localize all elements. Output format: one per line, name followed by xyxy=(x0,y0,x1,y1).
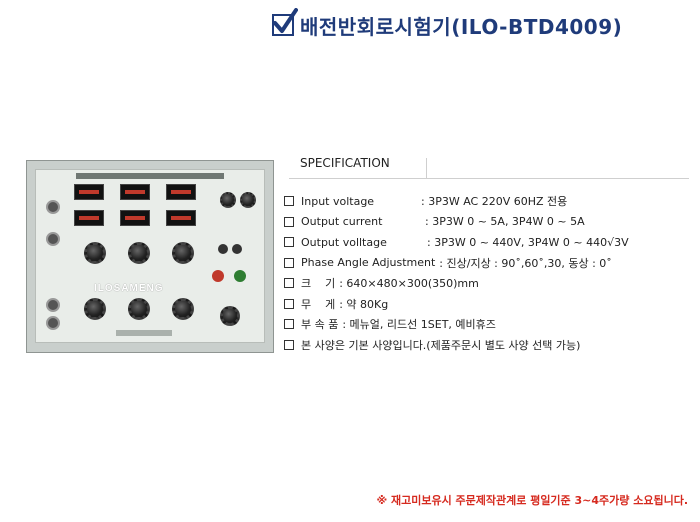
red-button-icon xyxy=(212,270,224,282)
switch-icon xyxy=(232,244,242,254)
checkbox-icon xyxy=(284,278,294,289)
product-photo: ILOSAMENG xyxy=(26,160,274,353)
control-knob xyxy=(172,242,194,264)
checkbox-icon xyxy=(284,319,294,330)
spec-value: : 3P3W AC 220V 60HZ 전용 xyxy=(421,195,568,209)
spec-label: Output current xyxy=(301,215,383,229)
display-meter xyxy=(74,210,104,226)
spec-value: : 640×480×300(350)mm xyxy=(339,276,479,290)
display-meter xyxy=(74,184,104,200)
spec-value: : 3P3W 0 ~ 440V, 3P4W 0 ~ 440√3V xyxy=(427,235,629,249)
socket-icon xyxy=(46,200,60,214)
spec-item: 본 사양은 기본 사양입니다.(제품주문시 별도 사양 선택 가능) xyxy=(284,335,629,356)
panel-header-strip xyxy=(76,173,224,179)
spec-value: : 3P3W 0 ~ 5A, 3P4W 0 ~ 5A xyxy=(425,215,585,229)
page-title: 배전반회로시험기(ILO-BTD4009) xyxy=(272,8,622,42)
control-knob xyxy=(128,298,150,320)
spec-item: Output current : 3P3W 0 ~ 5A, 3P4W 0 ~ 5… xyxy=(284,212,629,233)
title-text: 배전반회로시험기(ILO-BTD4009) xyxy=(300,14,623,39)
checkbox-icon xyxy=(284,257,294,268)
spec-value: : 메뉴얼, 리드선 1SET, 예비휴즈 xyxy=(342,318,496,332)
spec-item: 크 기 : 640×480×300(350)mm xyxy=(284,273,629,294)
checkbox-icon xyxy=(284,216,294,227)
display-meter xyxy=(120,210,150,226)
spec-header: SPECIFICATION xyxy=(300,156,390,170)
spec-value: : 약 80Kg xyxy=(339,297,389,311)
divider xyxy=(426,158,427,178)
socket-icon xyxy=(46,232,60,246)
brand-label: ILOSAMENG xyxy=(94,283,164,294)
spec-item: 부 속 품 : 메뉴얼, 리드선 1SET, 예비휴즈 xyxy=(284,314,629,335)
front-panel: ILOSAMENG xyxy=(35,169,265,343)
checkbox-icon xyxy=(284,237,294,248)
spec-note: 본 사양은 기본 사양입니다.(제품주문시 별도 사양 선택 가능) xyxy=(301,338,581,352)
checkbox-icon xyxy=(284,339,294,350)
control-knob xyxy=(128,242,150,264)
control-knob xyxy=(84,242,106,264)
spec-label: Output volltage xyxy=(301,235,387,249)
checkbox-icon xyxy=(284,196,294,207)
spec-label: 크 기 xyxy=(301,277,336,291)
delivery-notice: ※ 재고미보유시 주문제작관계로 평일기준 3~4주가량 소요됩니다. xyxy=(376,494,688,507)
spec-item: Input voltage : 3P3W AC 220V 60HZ 전용 xyxy=(284,191,629,212)
small-knob xyxy=(220,192,236,208)
checkbox-check-icon xyxy=(272,8,298,36)
display-meter xyxy=(120,184,150,200)
display-meter xyxy=(166,210,196,226)
spec-label: Input voltage xyxy=(301,194,375,208)
spec-item: 무 게 : 약 80Kg xyxy=(284,294,629,315)
spec-label: 부 속 품 xyxy=(301,318,339,332)
green-button-icon xyxy=(234,270,246,282)
spec-item: Output volltage : 3P3W 0 ~ 440V, 3P4W 0 … xyxy=(284,232,629,253)
divider xyxy=(289,178,689,179)
spec-value: : 진상/지상 : 90˚,60˚,30, 동상 : 0˚ xyxy=(439,256,612,270)
control-knob xyxy=(84,298,106,320)
spec-list: Input voltage : 3P3W AC 220V 60HZ 전용 Out… xyxy=(284,191,629,355)
panel-nameplate xyxy=(116,330,172,336)
switch-icon xyxy=(218,244,228,254)
socket-icon xyxy=(46,316,60,330)
checkbox-icon xyxy=(284,298,294,309)
selector-knob xyxy=(220,306,240,326)
small-knob xyxy=(240,192,256,208)
spec-item: Phase Angle Adjustment : 진상/지상 : 90˚,60˚… xyxy=(284,253,629,274)
control-knob xyxy=(172,298,194,320)
spec-label: Phase Angle Adjustment xyxy=(301,256,436,270)
display-meter xyxy=(166,184,196,200)
socket-icon xyxy=(46,298,60,312)
spec-label: 무 게 xyxy=(301,297,336,311)
